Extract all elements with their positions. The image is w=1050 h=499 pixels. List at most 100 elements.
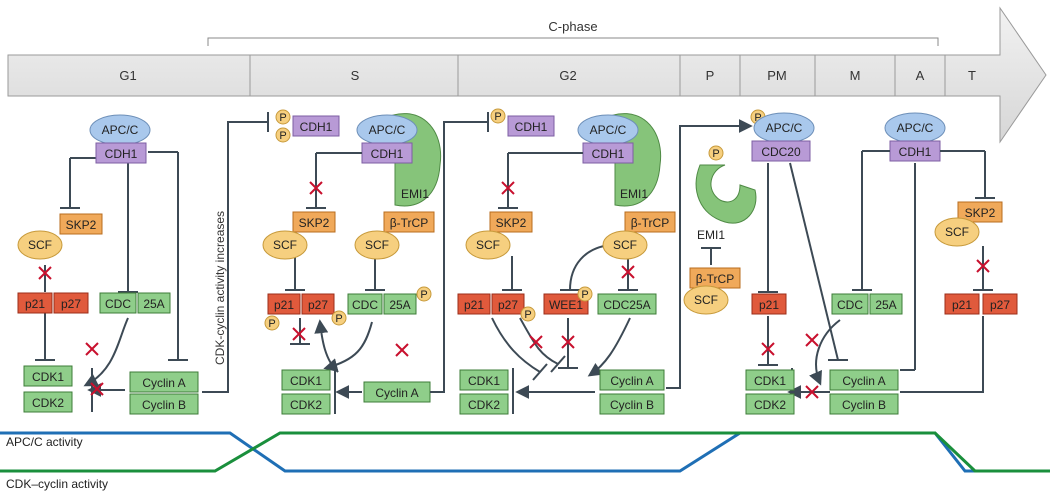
svg-text:EMI1: EMI1: [620, 187, 648, 201]
inhibit-x: [805, 385, 819, 399]
cdk-increase-label: CDK-cyclin activity increases: [213, 211, 227, 365]
svg-text:P: P: [712, 148, 719, 160]
svg-text:p21: p21: [274, 298, 294, 312]
timeline: G1 S G2 P PM M A T C-phase: [7, 6, 1047, 144]
svg-text:CDK1: CDK1: [754, 374, 786, 388]
s-to-g2-connector: [430, 121, 488, 393]
p27-node: [53, 292, 89, 314]
svg-text:SCF: SCF: [694, 293, 718, 307]
cyclin-b-node: [829, 393, 899, 415]
inhibit-x: [309, 181, 323, 195]
cdc-node: [347, 293, 383, 315]
g2-to-pm-connector: [666, 119, 753, 389]
svg-text:CDC20: CDC20: [761, 145, 801, 159]
cdk-activity-line: [0, 431, 1050, 473]
p27-node: [982, 293, 1018, 315]
cdc-node: [831, 293, 869, 315]
inhibit-x: [805, 333, 819, 347]
svg-text:p27: p27: [990, 298, 1010, 312]
cdh1-node: [507, 115, 555, 137]
svg-text:P: P: [268, 318, 275, 330]
svg-text:β-TrCP: β-TrCP: [631, 216, 669, 230]
svg-text:p21: p21: [759, 298, 779, 312]
scf-node: [602, 230, 648, 260]
emi1-node: [695, 164, 757, 224]
phospho-node: [331, 310, 347, 326]
phospho-node: [275, 127, 291, 143]
cdh1-node: [292, 115, 340, 137]
p21-node: [944, 293, 980, 315]
svg-text:Cyclin A: Cyclin A: [610, 374, 653, 388]
cyclin-a-node: [829, 369, 899, 391]
scf-node: [354, 230, 400, 260]
phase-t: T: [968, 68, 976, 83]
cdk1-node: [23, 365, 73, 387]
25a-node: [137, 292, 171, 314]
svg-text:SCF: SCF: [273, 238, 297, 252]
cdc20-node: [751, 140, 811, 162]
svg-text:APC/C: APC/C: [590, 123, 627, 137]
svg-text:Cyclin A: Cyclin A: [375, 386, 418, 400]
g1-nodes: APC/C CDH1 SKP2 SCF p21 p27 CDC 25A CDK1…: [17, 114, 199, 415]
inhibit-x: [529, 335, 543, 349]
g2-module: P CDH1 EMI1 APC/C CDH1 SKP2 SCF β-TrC: [457, 108, 676, 415]
cdc-node: [99, 292, 137, 314]
svg-text:β-TrCP: β-TrCP: [390, 216, 428, 230]
svg-text:EMI1: EMI1: [697, 228, 725, 242]
inhibit-x: [561, 335, 575, 349]
25a-node: [383, 293, 417, 315]
cdk2-node: [23, 391, 73, 413]
svg-text:CDK1: CDK1: [32, 370, 64, 384]
scf-node: [17, 230, 63, 260]
p27-node: [301, 293, 335, 315]
phase-a: A: [916, 68, 925, 83]
svg-text:SKP2: SKP2: [496, 216, 527, 230]
svg-text:Cyclin B: Cyclin B: [142, 398, 186, 412]
phase-m: M: [850, 68, 861, 83]
svg-text:CDH1: CDH1: [592, 147, 625, 161]
phase-p: P: [706, 68, 715, 83]
inhibit-x: [292, 327, 306, 341]
svg-text:Cyclin A: Cyclin A: [142, 376, 185, 390]
svg-text:SKP2: SKP2: [965, 206, 996, 220]
svg-text:SCF: SCF: [945, 225, 969, 239]
wee1-node: [543, 293, 589, 315]
svg-text:25A: 25A: [875, 298, 896, 312]
cyclin-a-node: [599, 369, 665, 391]
g1-to-s-connector: [202, 121, 268, 393]
cdc25a-node: [597, 293, 657, 315]
inhibit-x: [501, 181, 515, 195]
svg-text:p27: p27: [498, 298, 518, 312]
phospho-node: [264, 315, 280, 331]
svg-text:CDH1: CDH1: [371, 147, 404, 161]
svg-text:Cyclin B: Cyclin B: [842, 398, 886, 412]
scf-node: [465, 230, 511, 260]
inhibit-x: [621, 265, 635, 279]
cyclin-a-node: [129, 371, 199, 393]
svg-text:SCF: SCF: [476, 238, 500, 252]
svg-text:25A: 25A: [143, 297, 164, 311]
svg-text:P: P: [494, 111, 501, 123]
s-module: P P CDH1 EMI1 APC/C CDH1 SKP2 SCF β-TrCP…: [262, 109, 442, 415]
c-phase-bracket: [207, 37, 939, 46]
svg-text:CDH1: CDH1: [899, 145, 932, 159]
svg-text:APC/C: APC/C: [897, 121, 934, 135]
phospho-node: [275, 109, 291, 125]
svg-text:CDK2: CDK2: [32, 396, 64, 410]
phospho-node: [520, 306, 536, 322]
scf-node: [683, 285, 729, 315]
c-phase-label: C-phase: [548, 19, 597, 34]
cdk2-node: [745, 393, 795, 415]
cdk1-node: [459, 369, 509, 391]
svg-text:CDH1: CDH1: [105, 147, 138, 161]
cdh1-node: [95, 142, 147, 164]
phospho-node: [490, 108, 506, 124]
phase-g2: G2: [559, 68, 576, 83]
timeline-arrow: [7, 6, 1047, 144]
svg-text:CDC: CDC: [105, 297, 131, 311]
activity-traces: APC/C activity CDK–cyclin activity: [0, 431, 1050, 491]
svg-text:Cyclin A: Cyclin A: [842, 374, 885, 388]
p21-node: [17, 292, 53, 314]
scf-node: [262, 230, 308, 260]
svg-text:SKP2: SKP2: [299, 216, 330, 230]
